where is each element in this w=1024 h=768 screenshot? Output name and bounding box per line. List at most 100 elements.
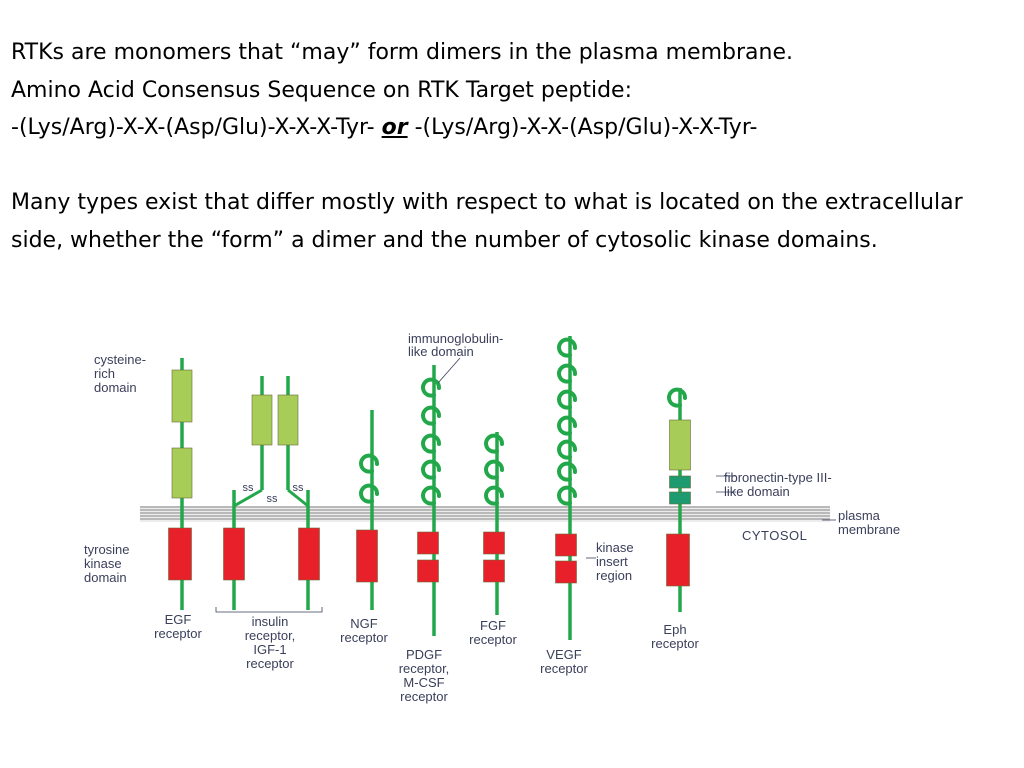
- ig-domain-loop: [421, 433, 441, 454]
- consensus-sequence-line: -(Lys/Arg)-X-X-(Asp/Glu)-X-X-X-Tyr- or -…: [11, 109, 1011, 147]
- tyrosine-kinase-box: [298, 527, 320, 581]
- cysteine-rich-label-line: cysteine-: [94, 352, 146, 367]
- insulin-receptor-label-line: insulin: [252, 614, 289, 629]
- kinase-insert-label-line: region: [596, 568, 632, 583]
- insulin-receptor-label-line: receptor: [246, 656, 294, 671]
- fgf-receptor-label-line: FGF: [480, 618, 506, 633]
- ig-domain-loop: [557, 337, 577, 358]
- vegf-receptor-label-line: receptor: [540, 661, 588, 676]
- cysteine-rich-box: [277, 394, 299, 446]
- cytosol-label: CYTOSOL: [742, 528, 807, 543]
- ngf-receptor-label-line: receptor: [340, 630, 388, 645]
- sequence-two: -(Lys/Arg)-X-X-(Asp/Glu)-X-X-Tyr-: [407, 115, 758, 140]
- ig-domain-loop: [421, 459, 441, 480]
- ig-domain-loop: [557, 439, 577, 460]
- fibronectin-box: [669, 491, 691, 505]
- egf-receptor-label-line: receptor: [154, 626, 202, 641]
- kinase-half-box: [555, 533, 577, 557]
- intro-line: RTKs are monomers that “may” form dimers…: [11, 40, 793, 65]
- consensus-heading: Amino Acid Consensus Sequence on RTK Tar…: [11, 77, 633, 103]
- paragraph-gap: [11, 147, 1011, 185]
- disulfide-bond-label: ss: [267, 493, 279, 505]
- receptor-domains: [168, 337, 691, 587]
- tyrosine-kinase-box: [168, 527, 192, 581]
- plasma-membrane: [140, 506, 830, 522]
- insulin-link: [233, 488, 263, 508]
- insulin-bracket: [215, 607, 323, 613]
- pdgf-receptor-label-line: M-CSF: [403, 675, 444, 690]
- plasma-membrane-label-line: plasma: [838, 508, 881, 523]
- or-word: or: [381, 115, 408, 140]
- fibronectin-label-line: like domain: [724, 484, 790, 499]
- cysteine-rich-box: [251, 394, 273, 446]
- kinase-half-box: [417, 531, 439, 555]
- sequence-one: -(Lys/Arg)-X-X-(Asp/Glu)-X-X-X-Tyr-: [11, 115, 382, 140]
- plasma-membrane-label-line: membrane: [838, 522, 900, 537]
- ig-domain-loop: [421, 485, 441, 506]
- ig-domain-loop: [667, 387, 687, 408]
- cysteine-rich-box: [171, 447, 193, 499]
- cysteine-rich-box: [669, 419, 691, 471]
- eph-receptor-label-line: receptor: [651, 636, 699, 651]
- tyrosine-kinase-box: [666, 533, 690, 587]
- cysteine-rich-label-line: rich: [94, 366, 115, 381]
- ig-domain-loop: [421, 377, 441, 398]
- fibronectin-label-line: fibronectin-type III-: [724, 470, 832, 485]
- vegf-receptor-label-line: VEGF: [546, 647, 581, 662]
- ig-domain-loop: [421, 405, 441, 426]
- pdgf-receptor-label-line: PDGF: [406, 647, 442, 662]
- disulfide-bond-label: ss: [293, 482, 305, 494]
- ig-domain-loop: [484, 459, 504, 480]
- insulin-receptor-label-line: IGF-1: [253, 642, 286, 657]
- immunoglobulin-label-line: immunoglobulin-: [408, 331, 503, 346]
- kinase-insert-label-line: insert: [596, 554, 628, 569]
- immunoglobulin-label: immunoglobulin-like domain: [408, 331, 503, 359]
- tyrosine-kinase-box: [356, 529, 378, 583]
- fgf-receptor-label-line: receptor: [469, 632, 517, 647]
- eph-receptor-label-line: Eph: [663, 622, 686, 637]
- ig-domain-loop: [484, 433, 504, 454]
- ngf-receptor-label-line: NGF: [350, 616, 378, 631]
- slide-text: RTKs are monomers that “may” form dimers…: [11, 34, 1011, 259]
- ig-domain-loop: [557, 363, 577, 384]
- ig-domain-loop: [359, 453, 379, 474]
- immunoglobulin-label-line: like domain: [408, 344, 474, 359]
- ig-domain-loop: [557, 485, 577, 506]
- cysteine-rich-box: [171, 369, 193, 423]
- ig-domain-loop: [557, 389, 577, 410]
- egf-receptor-label-line: EGF: [165, 612, 192, 627]
- kinase-half-box: [483, 531, 505, 555]
- ig-domain-loop: [557, 415, 577, 436]
- pdgf-receptor-label-line: receptor: [400, 689, 448, 704]
- disulfide-bond-label: ss: [243, 482, 255, 494]
- insulin-link: [287, 488, 309, 508]
- tyrosine-kinase-label-line: tyrosine: [84, 542, 130, 557]
- kinase-insert-label-line: kinase: [596, 540, 634, 555]
- leader-line: [437, 357, 461, 384]
- kinase-half-box: [555, 560, 577, 584]
- tyrosine-kinase-label-line: kinase: [84, 556, 122, 571]
- types-paragraph: Many types exist that differ mostly with…: [11, 190, 963, 253]
- tyrosine-kinase-box: [223, 527, 245, 581]
- ig-domain-loop: [557, 461, 577, 482]
- cysteine-rich-label-line: domain: [94, 380, 137, 395]
- kinase-half-box: [483, 559, 505, 583]
- fibronectin-box: [669, 475, 691, 489]
- fibronectin-label: fibronectin-type III-like domain: [724, 470, 832, 499]
- kinase-half-box: [417, 559, 439, 583]
- insulin-receptor-label-line: receptor,: [245, 628, 296, 643]
- tyrosine-kinase-label-line: domain: [84, 570, 127, 585]
